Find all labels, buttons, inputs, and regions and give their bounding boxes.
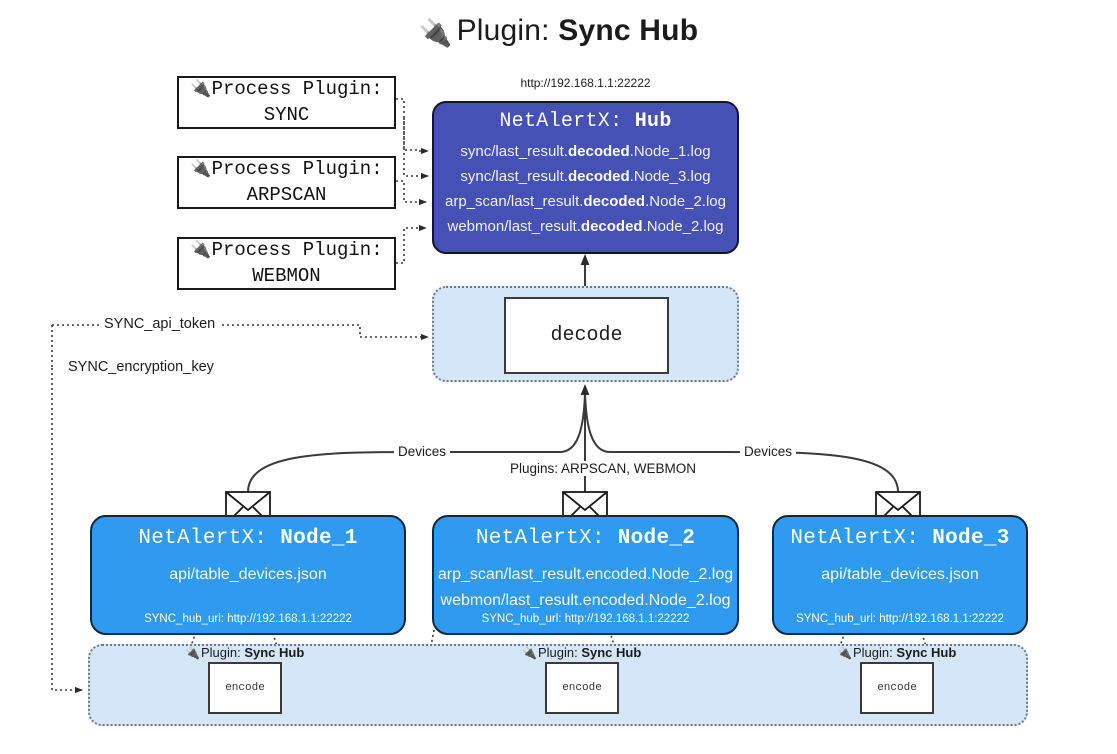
process-plugin-webmon-line2: WEBMON	[252, 264, 321, 287]
node-1-lines: api/table_devices.json	[92, 562, 404, 588]
process-plugin-sync[interactable]: 🔌Process Plugin: SYNC	[177, 76, 396, 129]
plug-icon: 🔌	[190, 79, 212, 100]
node-3-line-1: api/table_devices.json	[821, 566, 979, 583]
node-box-node-2[interactable]: NetAlertX: Node_2 arp_scan/last_result.e…	[432, 515, 739, 635]
encode-box-2[interactable]: encode	[545, 662, 619, 714]
process-plugin-arpscan-line2: ARPSCAN	[246, 183, 327, 206]
hub-box[interactable]: NetAlertX: Hub sync/last_result.decoded.…	[432, 101, 739, 254]
edge-label-devices-right: Devices	[740, 444, 797, 459]
node-3-lines: api/table_devices.json	[774, 562, 1026, 588]
edge-label-devices-left: Devices	[394, 444, 451, 459]
plug-icon: 🔌	[837, 646, 852, 660]
node-1-title: NetAlertX: Node_1	[138, 527, 358, 550]
encode-box-1[interactable]: encode	[208, 662, 282, 714]
plug-icon: 🔌	[185, 646, 200, 660]
hub-log-line-1: sync/last_result.decoded.Node_1.log	[460, 143, 711, 160]
plug-icon: 🔌	[418, 18, 453, 48]
hub-log-line-2: sync/last_result.decoded.Node_3.log	[460, 168, 711, 185]
node-2-title: NetAlertX: Node_2	[475, 527, 696, 550]
process-plugin-sync-line1: 🔌Process Plugin:	[190, 78, 383, 101]
hub-log-line-4: webmon/last_result.decoded.Node_2.log	[447, 218, 724, 235]
node-2-line-1: arp_scan/last_result.encoded.Node_2.log	[437, 566, 734, 583]
process-plugin-webmon-line1: 🔌Process Plugin:	[190, 239, 383, 262]
node-2-hub-url: SYNC_hub_url: http://192.168.1.1:22222	[481, 613, 690, 625]
node-3-hub-url: SYNC_hub_url: http://192.168.1.1:22222	[796, 613, 1004, 625]
plug-icon: 🔌	[190, 159, 212, 180]
sync-api-token-label: SYNC_api_token	[100, 316, 220, 332]
sync-encryption-key-label: SYNC_encryption_key	[64, 359, 218, 375]
page-title: 🔌Plugin: Sync Hub	[0, 14, 1117, 49]
node-2-lines: arp_scan/last_result.encoded.Node_2.log …	[434, 562, 737, 614]
node-2-line-2: webmon/last_result.encoded.Node_2.log	[440, 592, 731, 609]
hub-log-line-3: arp_scan/last_result.decoded.Node_2.log	[445, 193, 726, 210]
edge-label-plugins-center: Plugins: ARPSCAN, WEBMON	[506, 461, 701, 476]
node-3-title: NetAlertX: Node_3	[790, 527, 1010, 550]
page-title-name: Sync Hub	[558, 14, 699, 47]
encode-plugin-label-2: 🔌Plugin: Sync Hub	[522, 645, 642, 660]
hub-title: NetAlertX: Hub	[499, 110, 672, 133]
process-plugin-arpscan[interactable]: 🔌Process Plugin: ARPSCAN	[177, 156, 396, 209]
node-1-hub-url: SYNC_hub_url: http://192.168.1.1:22222	[144, 613, 352, 625]
process-plugin-sync-line2: SYNC	[263, 103, 310, 126]
encode-plugin-label-3: 🔌Plugin: Sync Hub	[837, 645, 957, 660]
decode-box[interactable]: decode	[504, 297, 669, 374]
plug-icon: 🔌	[522, 646, 537, 660]
node-box-node-1[interactable]: NetAlertX: Node_1 api/table_devices.json…	[90, 515, 406, 635]
encode-plugin-label-1: 🔌Plugin: Sync Hub	[185, 645, 305, 660]
node-1-line-1: api/table_devices.json	[169, 566, 327, 583]
page-title-prefix: Plugin:	[456, 14, 550, 47]
process-plugin-arpscan-line1: 🔌Process Plugin:	[190, 158, 383, 181]
hub-url-label: http://192.168.1.1:22222	[520, 76, 651, 90]
encode-box-3[interactable]: encode	[860, 662, 934, 714]
process-plugin-webmon[interactable]: 🔌Process Plugin: WEBMON	[177, 237, 396, 290]
plug-icon: 🔌	[190, 240, 212, 261]
node-box-node-3[interactable]: NetAlertX: Node_3 api/table_devices.json…	[772, 515, 1028, 635]
